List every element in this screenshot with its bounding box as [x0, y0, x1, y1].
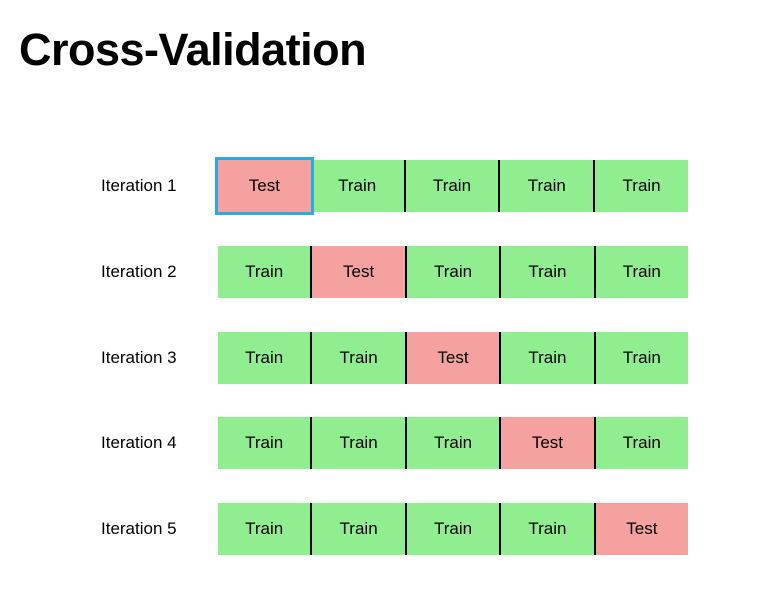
fold-cell-train[interactable]: Train — [310, 417, 405, 469]
fold-cell-train[interactable]: Train — [593, 246, 689, 298]
fold-cell-train[interactable]: Train — [499, 246, 594, 298]
fold-cell-train[interactable]: Train — [404, 503, 500, 555]
fold-cell-train[interactable]: Train — [498, 160, 594, 212]
fold-cell-test[interactable]: Test — [593, 503, 689, 555]
fold-cell-train[interactable]: Train — [218, 332, 311, 384]
fold-cell-test[interactable]: Test — [215, 157, 314, 215]
fold-cell-train[interactable]: Train — [593, 417, 689, 469]
fold-cell-train[interactable]: Train — [310, 332, 405, 384]
fold-cell-test[interactable]: Test — [404, 332, 500, 384]
fold-cell-train[interactable]: Train — [593, 160, 688, 212]
fold-cell-test[interactable]: Test — [499, 417, 594, 469]
fold-cell-train[interactable]: Train — [593, 332, 689, 384]
fold-cell-train[interactable]: Train — [310, 160, 404, 212]
iteration-label: Iteration 4 — [101, 433, 177, 452]
fold-cell-train[interactable]: Train — [310, 503, 405, 555]
fold-cell-train[interactable]: Train — [404, 417, 500, 469]
fold-cell-train[interactable]: Train — [499, 332, 594, 384]
fold-cell-train[interactable]: Train — [403, 160, 499, 212]
iteration-label: Iteration 5 — [101, 519, 177, 538]
iteration-label: Iteration 2 — [101, 262, 177, 281]
slide-title: Cross-Validation — [19, 24, 367, 75]
iteration-label: Iteration 1 — [101, 176, 177, 195]
iteration-label: Iteration 3 — [101, 348, 177, 367]
fold-cell-test[interactable]: Test — [310, 246, 405, 298]
fold-cell-train[interactable]: Train — [499, 503, 594, 555]
fold-cell-train[interactable]: Train — [218, 246, 311, 298]
fold-cell-train[interactable]: Train — [218, 503, 311, 555]
fold-cell-train[interactable]: Train — [218, 417, 311, 469]
fold-cell-train[interactable]: Train — [404, 246, 500, 298]
